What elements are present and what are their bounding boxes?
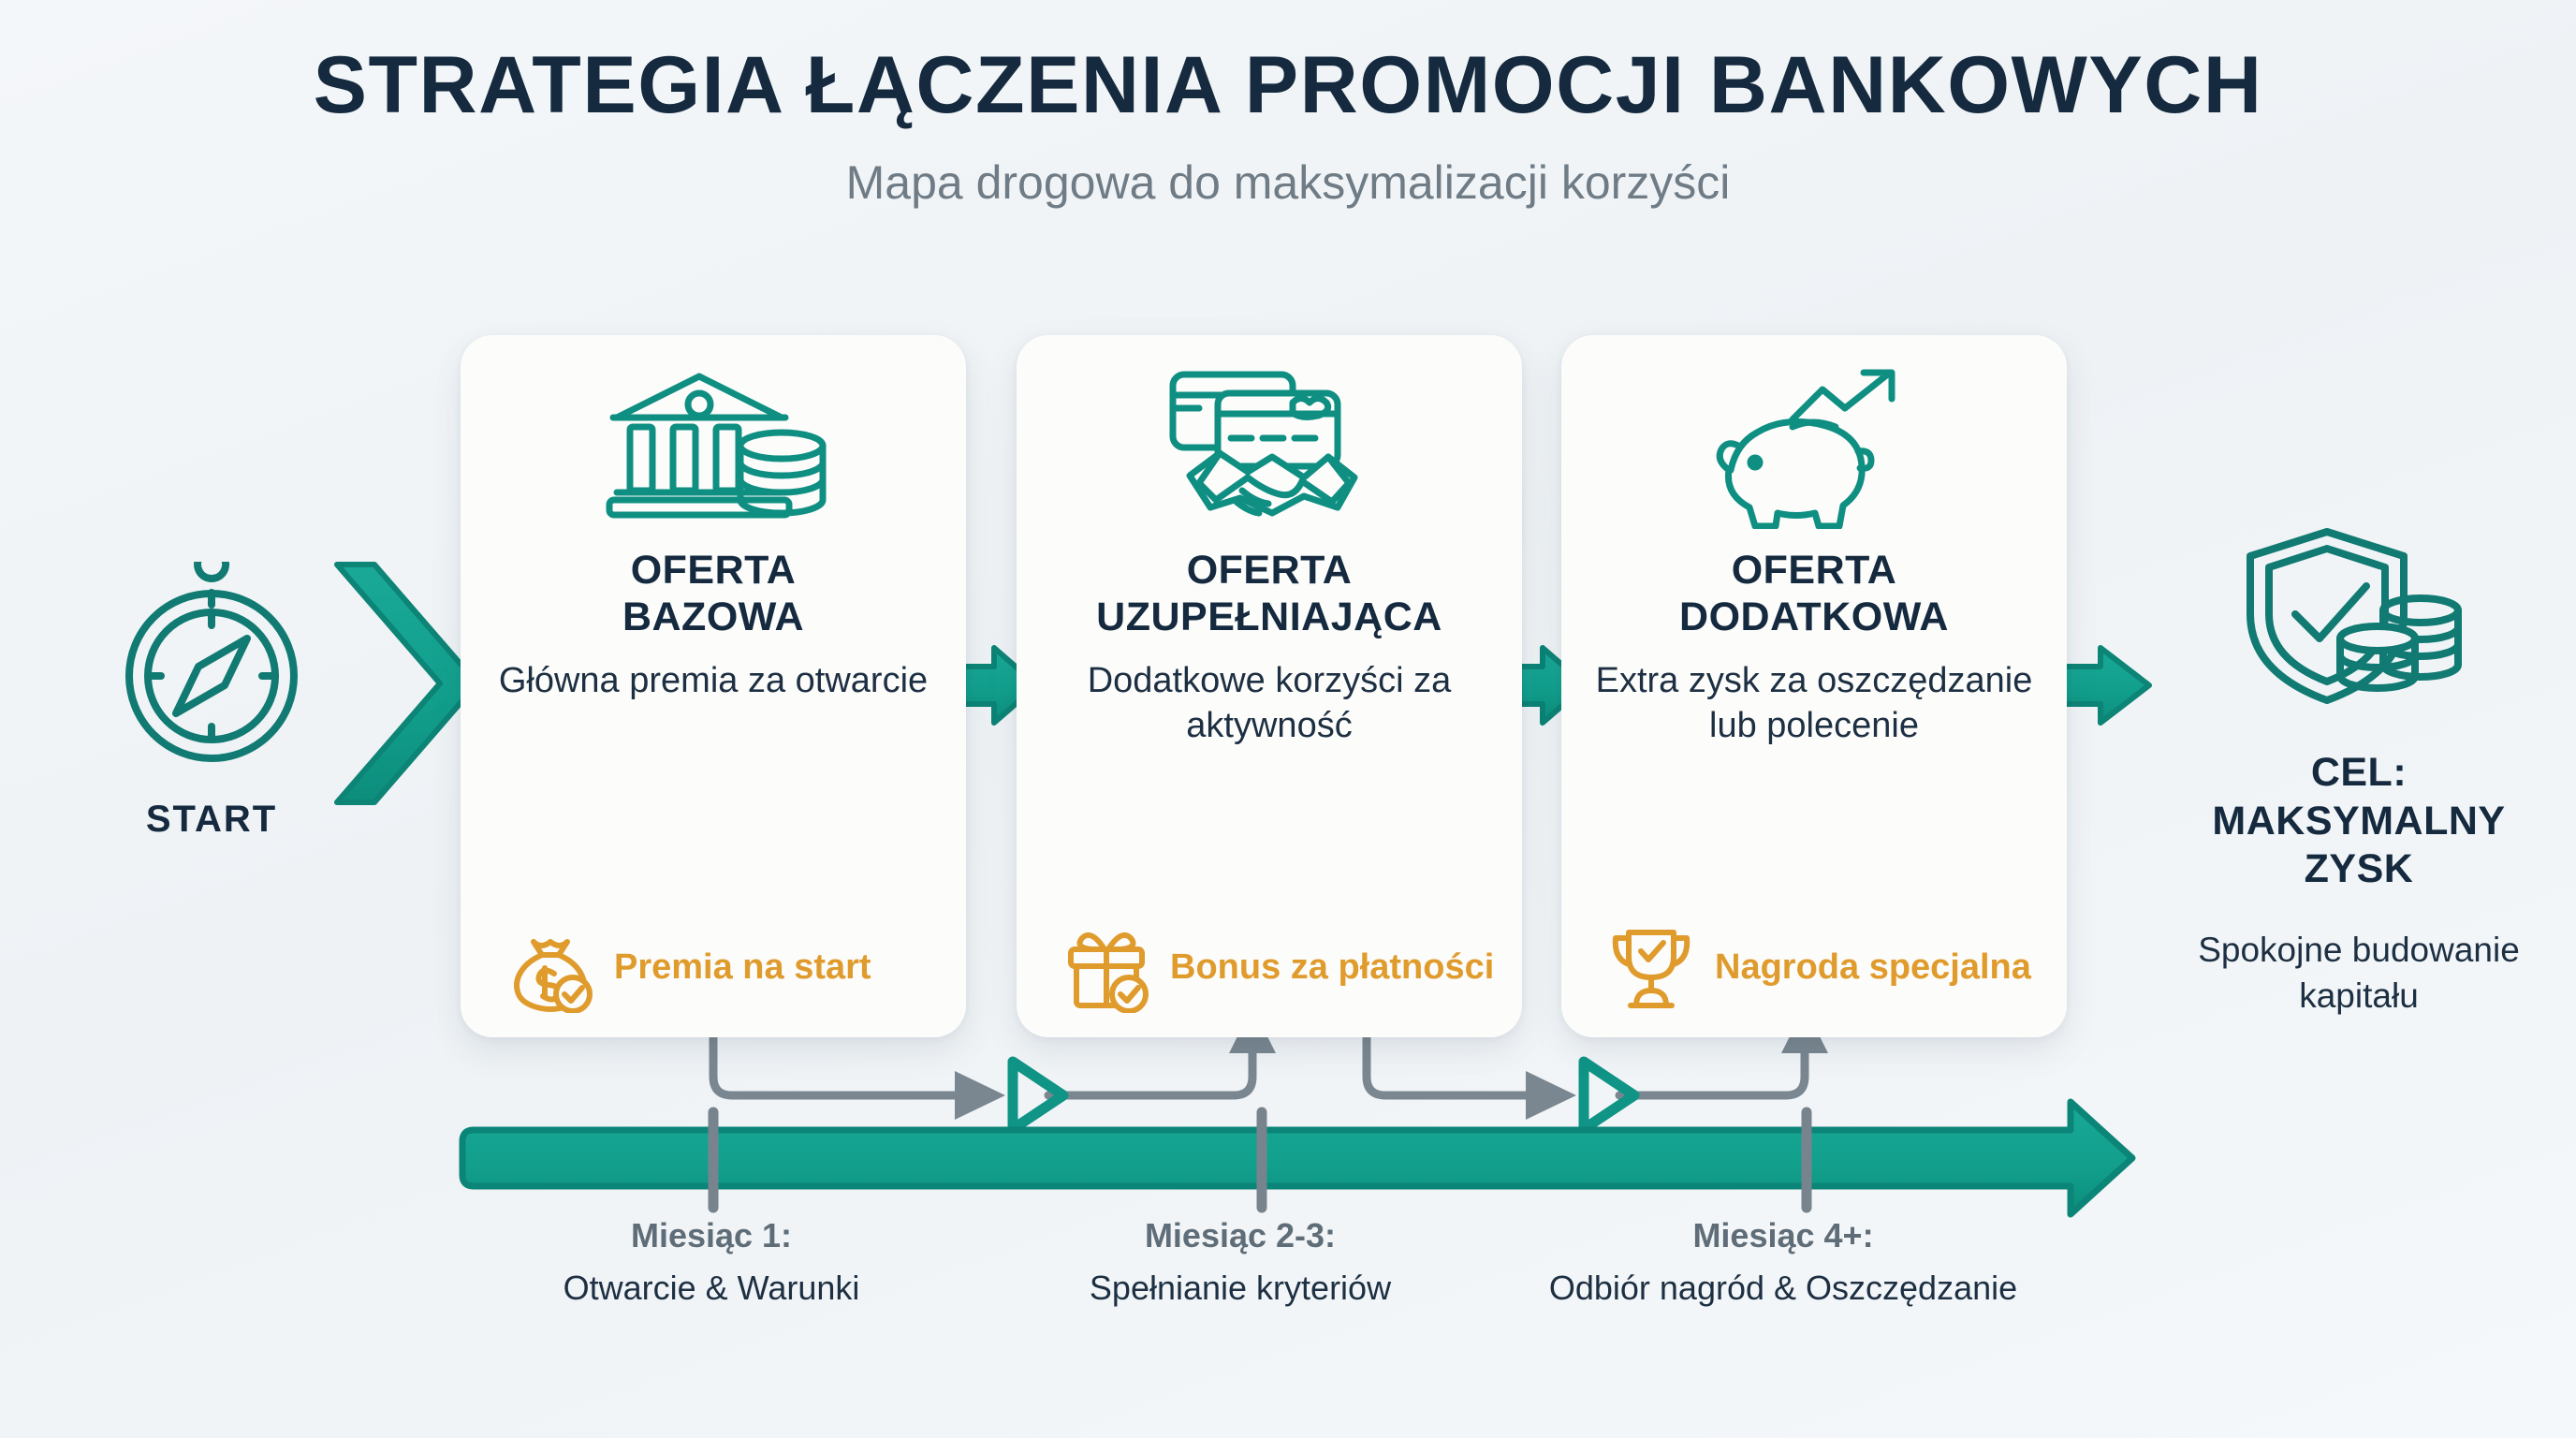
timeline-milestone-1: Miesiąc 1: Otwarcie & Warunki: [515, 1215, 908, 1310]
page-title: STRATEGIA ŁĄCZENIA PROMOCJI BANKOWYCH: [313, 40, 2263, 130]
card-title: OFERTA DODATKOWA: [1679, 548, 1949, 640]
milestone-event: Odbiór nagród & Oszczędzanie: [1548, 1269, 2018, 1308]
start-block: START: [90, 562, 333, 841]
feedback-2-teal-marker-icon: [1578, 1056, 1640, 1135]
timeline-milestone-2: Miesiąc 2-3: Spełnianie kryteriów: [1044, 1215, 1437, 1310]
milestone-period: Miesiąc 2-3:: [1144, 1216, 1337, 1255]
card-title: OFERTA BAZOWA: [622, 548, 805, 640]
trophy-check-icon: [1606, 923, 1696, 1013]
goal-title: CEL: MAKSYMALNY ZYSK: [2212, 750, 2506, 892]
compass-icon: [90, 562, 333, 763]
card-description: Główna premia za otwarcie: [498, 660, 929, 700]
step-card-oferta-bazowa[interactable]: OFERTA BAZOWA Główna premia za otwarcie …: [461, 335, 966, 1037]
milestone-period: Miesiąc 1:: [630, 1216, 793, 1255]
feedback-connector-2: [1362, 1033, 1809, 1100]
milestone-event: Spełnianie kryteriów: [1089, 1269, 1392, 1308]
start-chevron-icon: [334, 562, 480, 805]
header: STRATEGIA ŁĄCZENIA PROMOCJI BANKOWYCH Ma…: [0, 43, 2576, 209]
feedback-2-gray-arrowhead-icon: [1526, 1071, 1576, 1120]
page-subtitle: Mapa drogowa do maksymalizacji korzyści: [845, 156, 1731, 210]
timeline-bar-icon: [459, 1098, 2136, 1218]
goal-description: Spokojne budowanie kapitału: [2198, 930, 2520, 1015]
card-badge: Nagroda specjalna: [1586, 923, 2042, 1013]
badge-text: Premia na start: [614, 947, 871, 988]
card-badge: Premia na start: [485, 923, 942, 1013]
card-description: Dodatkowe korzyści za aktywność: [1087, 660, 1452, 746]
timeline-ticks: [708, 1107, 1812, 1213]
money-bag-check-icon: [505, 923, 595, 1013]
step-card-oferta-dodatkowa[interactable]: OFERTA DODATKOWA Extra zysk za oszczędza…: [1561, 335, 2067, 1037]
milestone-event: Otwarcie & Warunki: [563, 1269, 860, 1308]
start-label: START: [145, 799, 278, 840]
feedback-1-teal-marker-icon: [1007, 1056, 1069, 1135]
feedback-connector-1: [709, 1033, 1257, 1100]
milestone-period: Miesiąc 4+:: [1692, 1216, 1874, 1255]
card-badge: Bonus za płatności: [1041, 923, 1498, 1013]
step-card-oferta-uzupelniajaca[interactable]: OFERTA UZUPEŁNIAJĄCA Dodatkowe korzyści …: [1017, 335, 1522, 1037]
card-description: Extra zysk za oszczędzanie lub polecenie: [1595, 660, 2033, 746]
handshake-cards-icon: [1162, 367, 1377, 526]
timeline-milestone-3: Miesiąc 4+: Odbiór nagród & Oszczędzanie: [1390, 1215, 2176, 1310]
badge-text: Bonus za płatności: [1170, 947, 1495, 988]
badge-text: Nagroda specjalna: [1715, 947, 2031, 988]
shield-check-coins-icon: [2181, 524, 2537, 712]
feedback-1-gray-arrowhead-icon: [955, 1071, 1005, 1120]
goal-block: CEL: MAKSYMALNY ZYSK Spokojne budowanie …: [2181, 524, 2537, 1019]
card-title: OFERTA UZUPEŁNIAJĄCA: [1096, 548, 1442, 640]
piggy-bank-growth-icon: [1706, 367, 1922, 529]
gift-check-icon: [1061, 923, 1151, 1013]
bank-coins-icon: [596, 367, 830, 526]
